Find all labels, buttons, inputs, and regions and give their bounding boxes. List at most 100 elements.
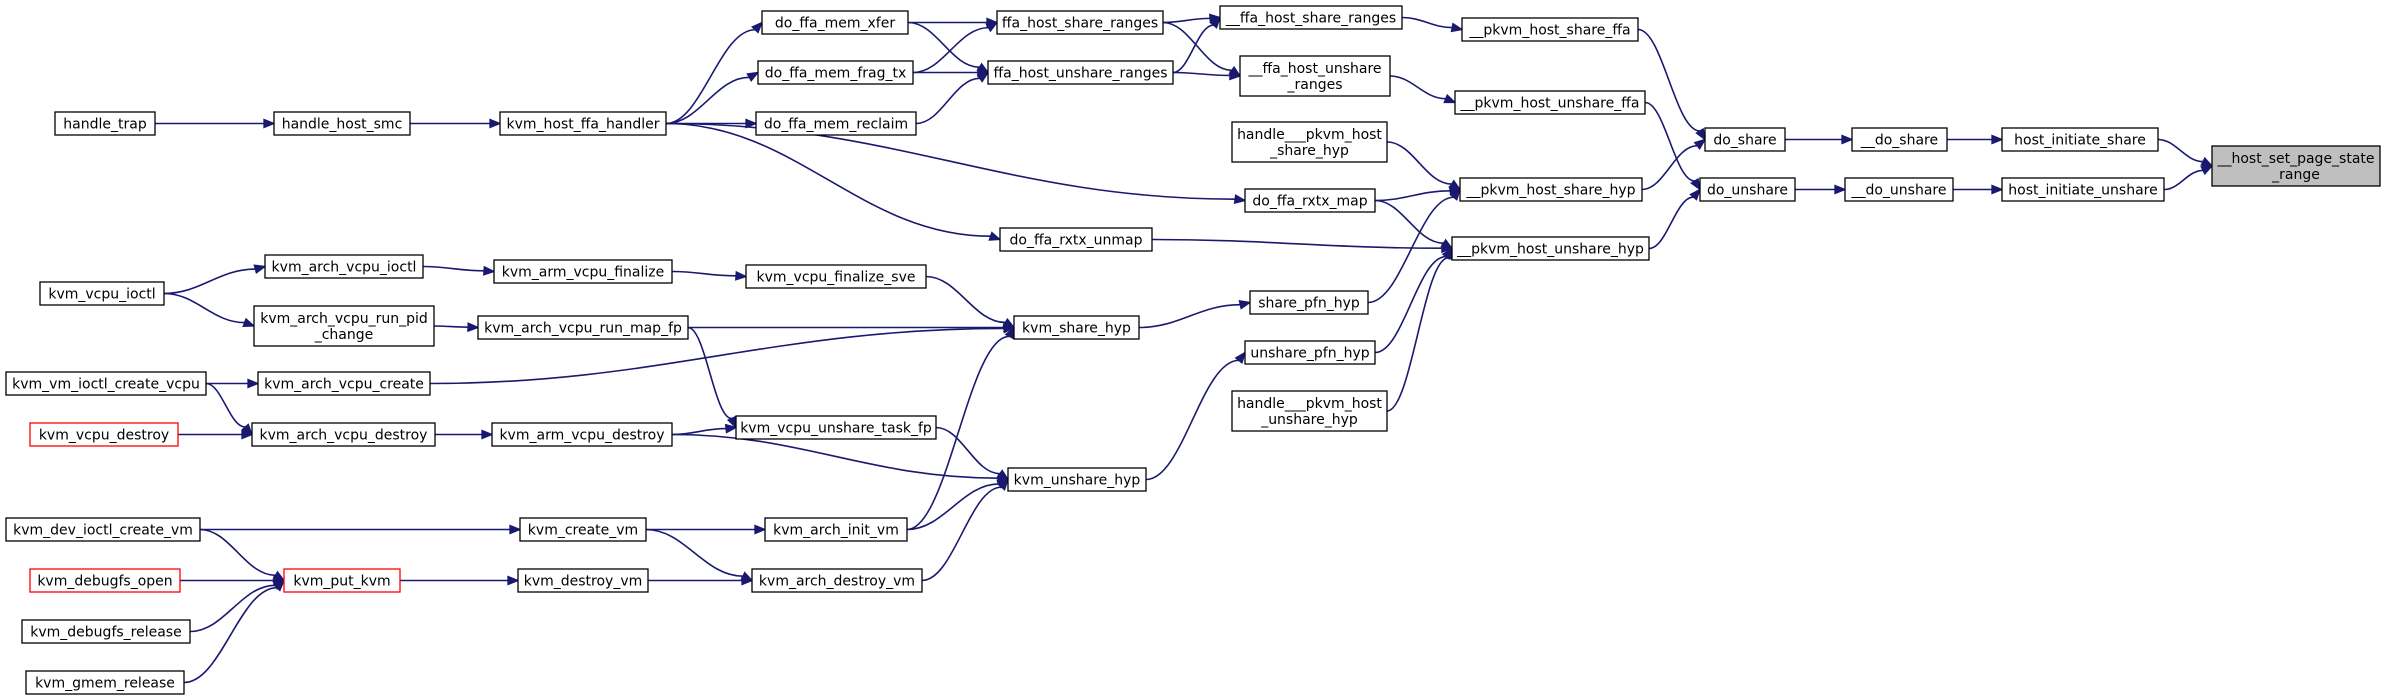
node-ffa-host-unshare-ranges[interactable]: ffa_host_unshare_ranges	[987, 60, 1174, 85]
edge-kvm-vcpu-destroy-to-kvm-arch-vcpu-destroy	[178, 429, 254, 440]
node-kvm-arch-destroy-vm[interactable]: kvm_arch_destroy_vm	[751, 568, 923, 593]
node-kvm-dev-ioctl-create-vm[interactable]: kvm_dev_ioctl_create_vm	[5, 517, 201, 542]
node-kvm-arch-vcpu-create[interactable]: kvm_arch_vcpu_create	[257, 371, 431, 396]
node-label: unshare_pfn_hyp	[1250, 346, 1369, 362]
arrowhead	[724, 423, 738, 434]
node-ffa-host-share-ranges[interactable]: __ffa_host_share_ranges	[1219, 5, 1403, 30]
node-share-pfn-hyp[interactable]: share_pfn_hyp	[1249, 290, 1369, 315]
node-box	[1013, 315, 1140, 340]
node-host-set-page-state-range[interactable]: __host_set_page_state_range	[2211, 145, 2381, 187]
node-do-ffa-mem-xfer[interactable]: do_ffa_mem_xfer	[761, 10, 909, 35]
arrowhead	[741, 575, 754, 586]
node-handle-host-smc[interactable]: handle_host_smc	[273, 111, 411, 136]
node-box	[751, 568, 923, 593]
edge-line	[665, 122, 1236, 200]
node-kvm-vcpu-unshare-task-fp[interactable]: kvm_vcpu_unshare_task_fp	[735, 415, 937, 440]
node-handle-trap[interactable]: handle_trap	[54, 111, 156, 136]
edge-kvm-create-vm-to-kvm-arch-init-vm	[646, 524, 767, 535]
node-kvm-arch-vcpu-run-pid-change[interactable]: kvm_arch_vcpu_run_pid_change	[253, 305, 435, 347]
node-do-ffa-rxtx-map[interactable]: do_ffa_rxtx_map	[1244, 188, 1376, 213]
node-pkvm-host-unshare-ffa[interactable]: __pkvm_host_unshare_ffa	[1454, 90, 1646, 115]
node-box	[273, 111, 411, 136]
node-kvm-debugfs-release[interactable]: kvm_debugfs_release	[21, 619, 191, 644]
node-label: kvm_vcpu_unshare_task_fp	[740, 421, 932, 437]
node-label: __ffa_host_unshare	[1248, 61, 1382, 77]
edge-line	[199, 528, 276, 577]
node-kvm-unshare-hyp[interactable]: kvm_unshare_hyp	[1007, 467, 1147, 492]
edge-kvm-host-ffa-handler-to-do-ffa-mem-frag-tx	[665, 71, 760, 125]
edge-line	[915, 77, 980, 125]
edge-line	[183, 586, 278, 684]
arrowhead	[988, 231, 1002, 241]
node-box	[1844, 177, 1954, 202]
node-label: __ffa_host_share_ranges	[1225, 11, 1396, 27]
node-box	[987, 60, 1174, 85]
node-kvm-arm-vcpu-finalize[interactable]: kvm_arm_vcpu_finalize	[493, 259, 673, 284]
edge-line	[189, 584, 276, 633]
node-kvm-debugfs-open[interactable]: kvm_debugfs_open	[29, 568, 181, 593]
edge-kvm-vcpu-ioctl-to-kvm-arch-vcpu-ioctl	[163, 264, 267, 295]
node-kvm-share-hyp[interactable]: kvm_share_hyp	[1013, 315, 1140, 340]
node-box	[2001, 177, 2165, 202]
node-handle-pkvm-host-unshare-hyp[interactable]: handle___pkvm_host_unshare_hyp	[1231, 390, 1388, 432]
edge-kvm-debugfs-open-to-kvm-put-kvm	[180, 575, 286, 586]
node-box	[491, 422, 673, 447]
node-kvm-vcpu-destroy[interactable]: kvm_vcpu_destroy	[29, 422, 179, 447]
node-kvm-host-ffa-handler[interactable]: kvm_host_ffa_handler	[499, 111, 667, 136]
node-kvm-destroy-vm[interactable]: kvm_destroy_vm	[517, 568, 649, 593]
node-box	[757, 60, 914, 85]
node-ffa-host-share-ranges[interactable]: ffa_host_share_ranges	[996, 10, 1164, 35]
node-kvm-vcpu-finalize-sve[interactable]: kvm_vcpu_finalize_sve	[745, 264, 927, 289]
node-kvm-create-vm[interactable]: kvm_create_vm	[519, 517, 647, 542]
edge-kvm-vm-ioctl-create-vcpu-to-kvm-arch-vcpu-create	[205, 378, 260, 389]
node-do-unshare[interactable]: __do_unshare	[1844, 177, 1954, 202]
edge-line	[687, 326, 732, 420]
node-host-initiate-unshare[interactable]: host_initiate_unshare	[2001, 177, 2165, 202]
edge-kvm-vm-ioctl-create-vcpu-to-kvm-arch-vcpu-destroy	[205, 382, 254, 436]
node-do-ffa-mem-reclaim[interactable]: do_ffa_mem_reclaim	[755, 111, 917, 136]
node-kvm-arch-init-vm[interactable]: kvm_arch_init_vm	[764, 517, 908, 542]
edge-kvm-destroy-vm-to-kvm-arch-destroy-vm	[648, 575, 754, 586]
edge-line	[907, 21, 980, 68]
node-do-unshare[interactable]: do_unshare	[1699, 177, 1796, 202]
node-handle-pkvm-host-share-hyp[interactable]: handle___pkvm_host_share_hyp	[1231, 121, 1388, 163]
node-box	[54, 111, 156, 136]
node-kvm-vcpu-ioctl[interactable]: kvm_vcpu_ioctl	[39, 281, 165, 306]
edge-host-initiate-share-to-host-set-page-state-range	[2157, 138, 2214, 167]
arrowhead	[1209, 16, 1222, 29]
node-do-ffa-mem-frag-tx[interactable]: do_ffa_mem_frag_tx	[757, 60, 914, 85]
node-unshare-pfn-hyp[interactable]: unshare_pfn_hyp	[1244, 340, 1376, 365]
edge-share-pfn-hyp-to-pkvm-host-share-hyp	[1367, 188, 1462, 304]
node-pkvm-host-share-ffa[interactable]: __pkvm_host_share_ffa	[1461, 17, 1639, 42]
node-label: _share_hyp	[1269, 143, 1349, 159]
node-label: kvm_create_vm	[528, 523, 638, 539]
node-do-ffa-rxtx-unmap[interactable]: do_ffa_rxtx_unmap	[999, 227, 1153, 252]
node-kvm-vm-ioctl-create-vcpu[interactable]: kvm_vm_ioctl_create_vcpu	[5, 371, 207, 396]
arrowhead	[273, 579, 286, 592]
node-ffa-host-unshare-ranges[interactable]: __ffa_host_unshare_ranges	[1239, 55, 1391, 97]
node-box	[735, 415, 937, 440]
edge-do-share-to-do-share	[1785, 134, 1854, 145]
arrowhead	[263, 118, 276, 129]
node-box	[251, 422, 436, 447]
node-kvm-put-kvm[interactable]: kvm_put_kvm	[283, 568, 401, 593]
node-box	[1231, 121, 1388, 163]
node-do-share[interactable]: do_share	[1704, 127, 1786, 152]
node-kvm-arm-vcpu-destroy[interactable]: kvm_arm_vcpu_destroy	[491, 422, 673, 447]
node-kvm-arch-vcpu-destroy[interactable]: kvm_arch_vcpu_destroy	[251, 422, 436, 447]
node-label: kvm_dev_ioctl_create_vm	[13, 523, 193, 539]
node-pkvm-host-share-hyp[interactable]: __pkvm_host_share_hyp	[1459, 177, 1643, 202]
node-label: kvm_host_ffa_handler	[507, 117, 660, 133]
node-do-share[interactable]: __do_share	[1851, 127, 1948, 152]
edge-do-ffa-mem-frag-tx-to-ffa-host-share-ranges	[912, 21, 999, 74]
node-kvm-arch-vcpu-run-map-fp[interactable]: kvm_arch_vcpu_run_map_fp	[477, 315, 689, 340]
node-pkvm-host-unshare-hyp[interactable]: __pkvm_host_unshare_hyp	[1451, 236, 1650, 261]
node-label: kvm_gmem_release	[35, 676, 175, 692]
node-kvm-gmem-release[interactable]: kvm_gmem_release	[25, 670, 185, 695]
edge-ffa-host-unshare-ranges-to-ffa-host-unshare-ranges	[1172, 70, 1242, 81]
edge-line	[665, 28, 756, 125]
node-host-initiate-share[interactable]: host_initiate_share	[2001, 127, 2159, 152]
node-box	[1231, 390, 1388, 432]
edge-kvm-arch-init-vm-to-kvm-unshare-hyp	[906, 478, 1010, 531]
node-kvm-arch-vcpu-ioctl[interactable]: kvm_arch_vcpu_ioctl	[264, 254, 424, 279]
